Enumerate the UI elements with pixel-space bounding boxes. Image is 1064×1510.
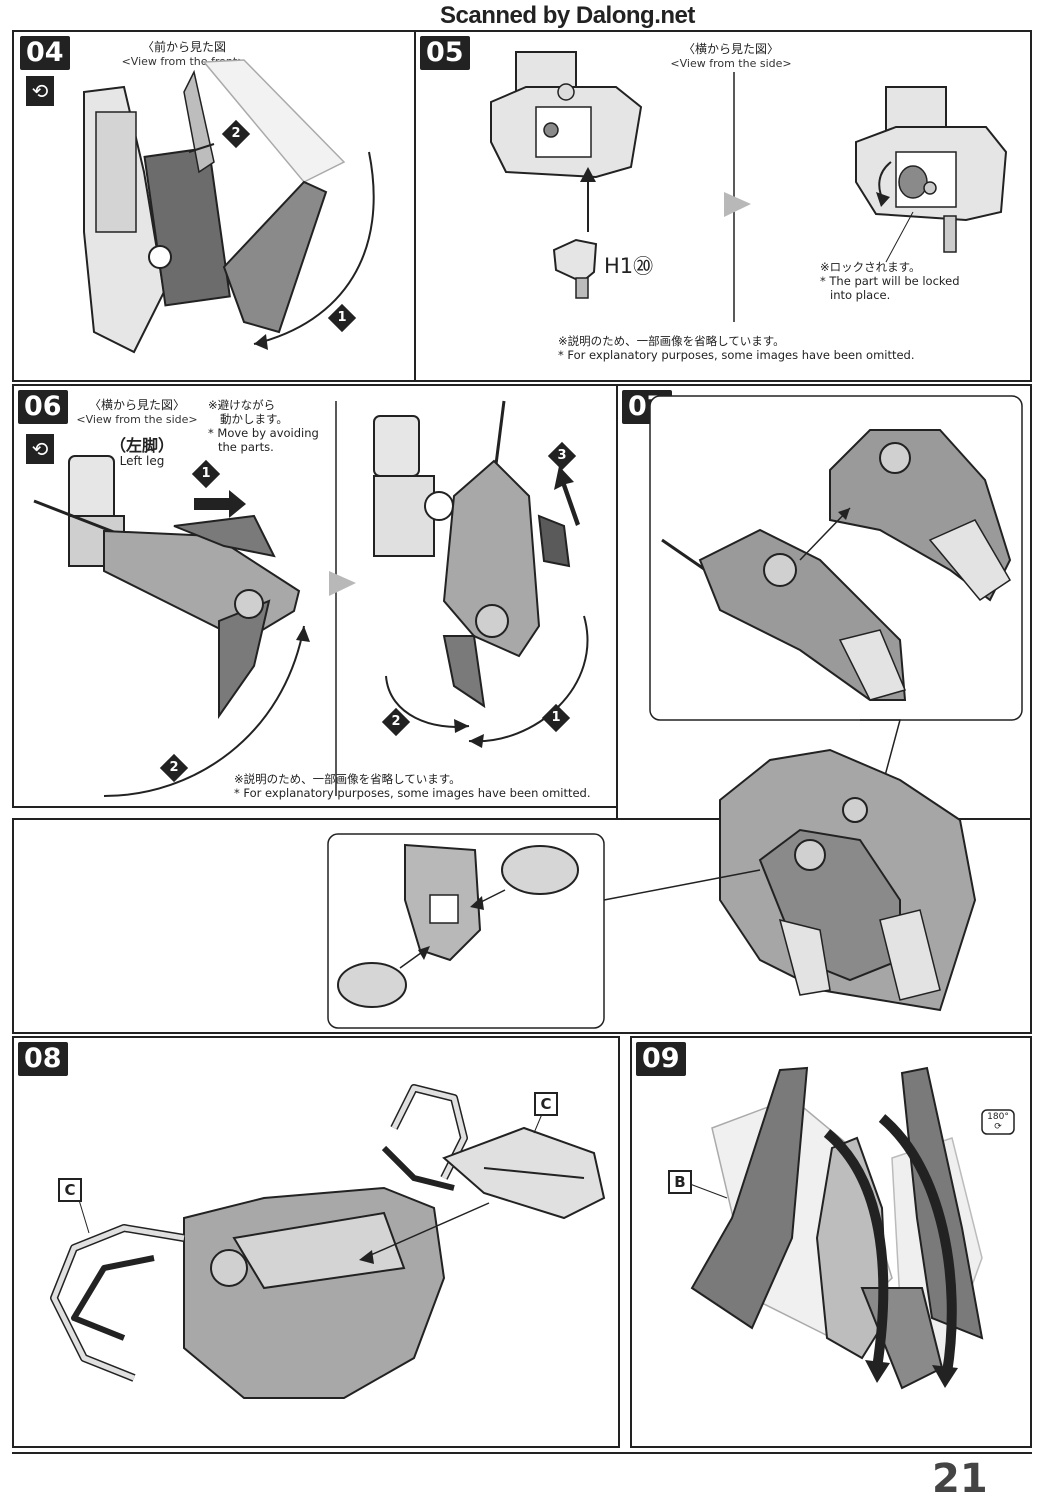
- step-06-avoid-note: ※避けながら 動かします。 * Move by avoiding the par…: [208, 398, 319, 454]
- step-06-panel: 06 〈横から見た図〉 <View from the side> ※避けながら …: [12, 384, 618, 808]
- step-05-panel: 05 〈横から見た図〉 <View from the side> H1⑳: [414, 30, 1032, 382]
- step-04-caption-jp: 〈前から見た図: [141, 40, 226, 54]
- step-05-illustration: [490, 51, 1008, 322]
- step-05-lock-note: ※ロックされます。 * The part will be locked into…: [820, 260, 960, 302]
- step-09-illustration: [689, 1066, 1015, 1390]
- part-tag-c-left: C: [58, 1178, 82, 1202]
- step-06-illustration: [33, 400, 589, 797]
- step-04-panel: 04 〈前から見た図 <View from the front> ⟲ 2 1: [12, 30, 416, 382]
- flip-icon: ⟲: [26, 76, 54, 106]
- step-05-omit-note: ※説明のため、一部画像を省略しています。 * For explanatory p…: [558, 334, 915, 362]
- step-06-number: 06: [18, 390, 68, 424]
- step-05-caption-jp: 〈横から見た図〉: [682, 42, 779, 56]
- step-09-panel: 09 180°⟳ B: [630, 1036, 1032, 1448]
- rotate-180-icon: 180°⟳: [987, 1112, 1009, 1132]
- step-06-caption-en: <View from the side>: [76, 413, 198, 426]
- flip-icon: ⟲: [26, 434, 54, 464]
- step-05-number: 05: [420, 36, 470, 70]
- step-08-number: 08: [18, 1042, 68, 1076]
- step-06-omit-note: ※説明のため、一部画像を省略しています。 * For explanatory p…: [234, 772, 591, 800]
- part-label-h1: H1⑳: [604, 254, 654, 278]
- step-05-caption-en: <View from the side>: [670, 57, 792, 70]
- step-08-illustration: [50, 1084, 606, 1399]
- part-number-20: ⑳: [633, 254, 654, 278]
- step-06-caption-jp: 〈横から見た図〉: [88, 398, 185, 412]
- scan-watermark: Scanned by Dalong.net: [440, 2, 695, 29]
- footer-rule: [12, 1452, 1032, 1454]
- step-09-number: 09: [636, 1042, 686, 1076]
- step-08-panel: 08 C C: [12, 1036, 620, 1448]
- part-tag-c-right: C: [534, 1092, 558, 1116]
- part-tag-b: B: [668, 1170, 692, 1194]
- left-leg-label: （左脚） Left leg: [110, 436, 175, 468]
- step-04-illustration: [83, 59, 375, 354]
- step-04-number: 04: [20, 36, 70, 70]
- page-number: 21: [932, 1456, 988, 1502]
